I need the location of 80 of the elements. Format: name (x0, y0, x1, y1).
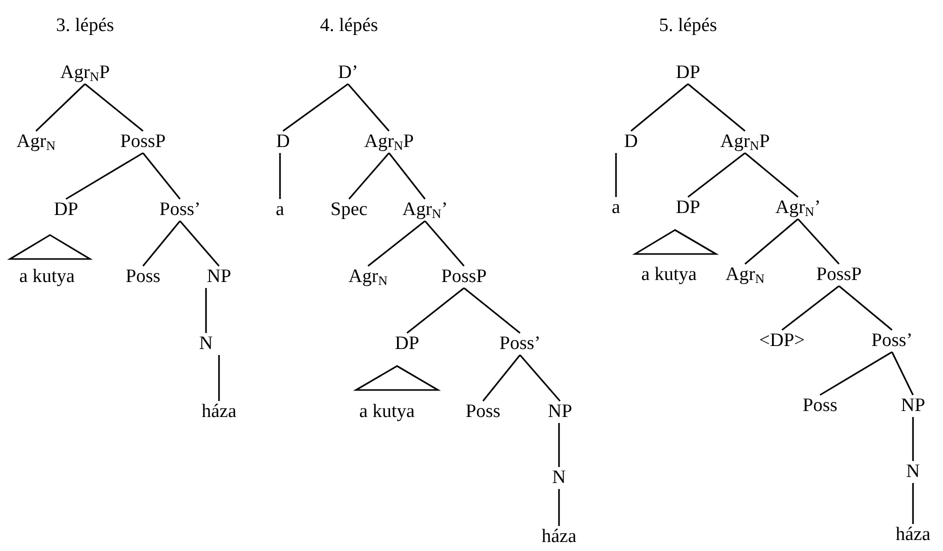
branch-line (347, 83, 390, 132)
tree-node-label: Agr$_{N}$’ (401, 199, 449, 221)
tree-node-label: Agr$_{N}$P (59, 62, 111, 84)
branch-line (912, 417, 914, 461)
tree-node-label: a kutya (640, 264, 698, 286)
tree-node-label: Poss’ (498, 333, 542, 355)
branch-line (142, 220, 181, 266)
branch-line (688, 152, 746, 198)
branch-line (558, 423, 560, 467)
branch-line (388, 152, 426, 200)
tree-node-label: a (610, 197, 622, 219)
tree-node-label: Poss (802, 395, 838, 417)
branch-line (797, 218, 840, 265)
branch-line (558, 489, 560, 526)
tree-node-label: Agr$_{N}$ (16, 131, 56, 153)
tree-node-label: Agr$_{N}$P (363, 131, 415, 153)
branch-line (630, 83, 688, 132)
branch-line (218, 355, 220, 401)
tree-node-label: Agr$_{N}$P (719, 131, 771, 153)
branch-line (368, 220, 426, 267)
branch-line (912, 483, 914, 524)
tree-node-label: N (905, 461, 921, 483)
roof-triangle (355, 365, 439, 391)
tree-node-label: N (198, 333, 214, 355)
tree-node-label: Poss’ (870, 330, 914, 352)
tree-node-label: háza (540, 526, 578, 548)
roof-triangle (634, 229, 717, 255)
branch-line (615, 153, 617, 197)
branch-line (891, 352, 914, 396)
tree-node-label: PossP (119, 131, 167, 153)
tree-node-label: DP (52, 199, 80, 221)
branch-line (282, 83, 348, 132)
branch-line (66, 152, 144, 200)
tree-node-label: a kutya (358, 401, 416, 423)
branch-line (406, 287, 464, 334)
branch-line (744, 218, 799, 265)
tree-node-label: NP (206, 266, 232, 288)
tree-node-label: NP (546, 401, 574, 423)
tree-node-label: DP (674, 62, 702, 84)
tree-node-label: háza (200, 401, 238, 423)
tree-node-label: Agr$_{N}$ (348, 266, 388, 288)
roof-triangle (9, 234, 91, 260)
branch-line (142, 152, 181, 200)
step-heading: 3. lépés (56, 16, 114, 36)
branch-line (424, 220, 465, 267)
tree-node-label: Agr$_{N}$ (724, 264, 766, 286)
tree-node-label: háza (894, 524, 932, 546)
branch-line (348, 152, 390, 200)
branch-line (519, 354, 561, 402)
branch-line (782, 285, 840, 331)
branch-line (84, 83, 144, 132)
tree-node-label: Poss (124, 266, 162, 288)
branch-line (179, 220, 220, 267)
tree-node-label: D (275, 131, 291, 153)
tree-node-label: PossP (815, 264, 863, 286)
tree-node-label: N (551, 467, 567, 489)
tree-node-label: D (623, 131, 639, 153)
tree-node-label: a kutya (18, 266, 76, 288)
branch-line (482, 354, 521, 402)
step-heading: 5. lépés (658, 16, 718, 36)
tree-node-label: Spec (330, 199, 368, 221)
tree-node-label: DP (674, 197, 702, 219)
tree-node-label: <DP> (758, 330, 806, 352)
tree-node-label: DP (394, 333, 420, 355)
branch-line (35, 83, 86, 132)
tree-node-label: D’ (336, 62, 360, 84)
branch-line (820, 351, 892, 396)
tree-node-label: a (274, 199, 286, 221)
branch-line (464, 287, 520, 334)
branch-line (744, 152, 799, 198)
branch-line (688, 83, 746, 132)
tree-node-label: NP (900, 395, 926, 417)
tree-node-label: Poss’ (158, 199, 202, 221)
tree-node-label: Poss (464, 401, 502, 423)
tree-node-label: PossP (440, 266, 488, 288)
step-heading: 4. lépés (320, 16, 378, 36)
branch-line (838, 285, 893, 331)
branch-line (205, 288, 207, 333)
branch-line (279, 153, 281, 199)
tree-node-label: Agr$_{N}$’ (774, 197, 822, 219)
